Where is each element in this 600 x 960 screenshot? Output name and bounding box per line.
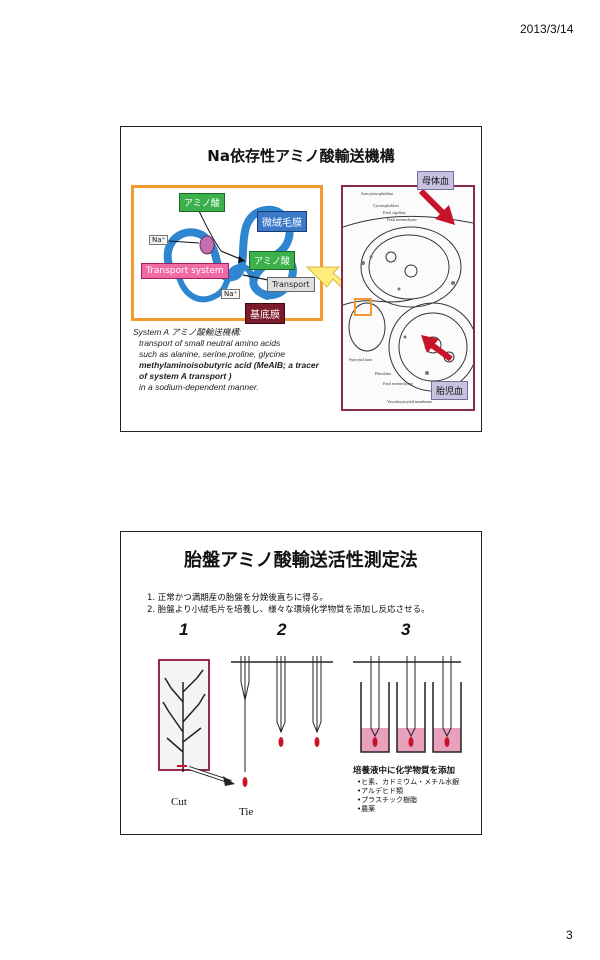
slide1-title: Na依存性アミノ酸輸送機構	[207, 147, 395, 165]
slide-measurement-method: 胎盤アミノ酸輸送活性測定法 1. 正常かつ満期産の胎盤を分娩後直ちに得る。 2.…	[120, 531, 482, 835]
label-amino-acid-2: アミノ酸	[249, 251, 295, 270]
panel-number-2: 2	[277, 620, 287, 639]
chemical-list: •ヒ素、カドミウム・メチル水銀 •アルデヒド類 •プラスチック樹脂 •農薬	[357, 778, 459, 814]
chemical-item: •農薬	[357, 805, 376, 813]
step-2: 2. 胎盤より小絨毛片を培養し、様々な環境化学物質を添加し反応させる。	[147, 605, 430, 615]
anatomy-vasculosyncytial: Vasculosyncytial membrane	[387, 399, 432, 404]
maternal-arrow	[418, 188, 448, 218]
label-transport-box: Transport	[267, 277, 315, 292]
desc-line-1: System A アミノ酸輸送機構:	[133, 327, 242, 337]
label-na-top: Na⁺	[149, 235, 169, 245]
anatomy-cytotrophoblast: Cytotrophoblast	[373, 203, 399, 208]
desc-line-3: such as alanine, serine,proline, glycine	[139, 349, 286, 359]
anatomy-fetal-capillary: Fetal capillary	[383, 210, 406, 215]
anatomy-fetal-mesenchyme-2: Fetal mesenchyme	[383, 381, 413, 386]
desc-line-2: transport of small neutral amino acids	[139, 338, 281, 348]
system-a-description: System A アミノ酸輸送機構: transport of small ne…	[133, 327, 337, 393]
chemical-item: •ヒ素、カドミウム・メチル水銀	[357, 778, 460, 786]
na-arrow-top	[168, 240, 200, 244]
panel-number-3: 3	[401, 620, 411, 639]
slide2-title: 胎盤アミノ酸輸送活性測定法	[184, 550, 418, 571]
procedure-steps: 1. 正常かつ満期産の胎盤を分娩後直ちに得る。 2. 胎盤より小絨毛片を培養し、…	[147, 592, 477, 616]
desc-line-4: methylaminoisobutyric acid (MeAIB; a tra…	[139, 360, 319, 370]
chemical-item: •アルデヒド類	[357, 787, 404, 795]
chemical-addition-title: 培養液中に化学物質を添加	[353, 766, 456, 776]
anatomy-syncytial-knot: Syncytial knot	[349, 357, 373, 362]
label-fetal-blood: 胎児血	[431, 381, 469, 400]
slide-amino-acid-transport: Na依存性アミノ酸輸送機構 アミノ酸 微絨毛膜 Na⁺ アミノ酸 Transpo…	[120, 126, 482, 432]
anatomy-fetal-mesenchyme: Fetal mesenchyme	[387, 217, 417, 222]
page-date: 2013/3/14	[520, 22, 574, 36]
anatomy-fibroblast: Fibroblast	[375, 371, 392, 376]
label-microvilli: 微絨毛膜	[257, 211, 307, 232]
caption-cut: Cut	[171, 796, 187, 808]
chemical-item: •プラスチック樹脂	[357, 796, 417, 804]
desc-line-5: of system A transport )	[139, 371, 232, 381]
label-na-bottom: Na⁺	[221, 289, 241, 299]
caption-tie: Tie	[239, 806, 254, 818]
label-amino-acid-1: アミノ酸	[179, 193, 225, 212]
cell-diagram-frame	[131, 185, 323, 321]
label-maternal-blood: 母体血	[417, 171, 455, 190]
step-1: 1. 正常かつ満期産の胎盤を分娩後直ちに得る。	[147, 593, 328, 603]
anatomy-syncytiotrophoblast: Syncytiotrophoblast	[361, 191, 394, 196]
page-number: 3	[566, 928, 573, 942]
panel-number-1: 1	[179, 620, 189, 639]
placenta-tissue	[158, 659, 210, 771]
method-illustration	[158, 656, 462, 787]
amino-arrow	[198, 210, 222, 252]
label-transport-system: Transport system	[141, 263, 229, 279]
desc-line-6: in a sodium-dependent manner.	[139, 382, 259, 392]
transporter-protein	[199, 235, 215, 255]
label-basement-membrane: 基底膜	[245, 303, 285, 324]
blood-flow-arrows	[418, 188, 455, 362]
